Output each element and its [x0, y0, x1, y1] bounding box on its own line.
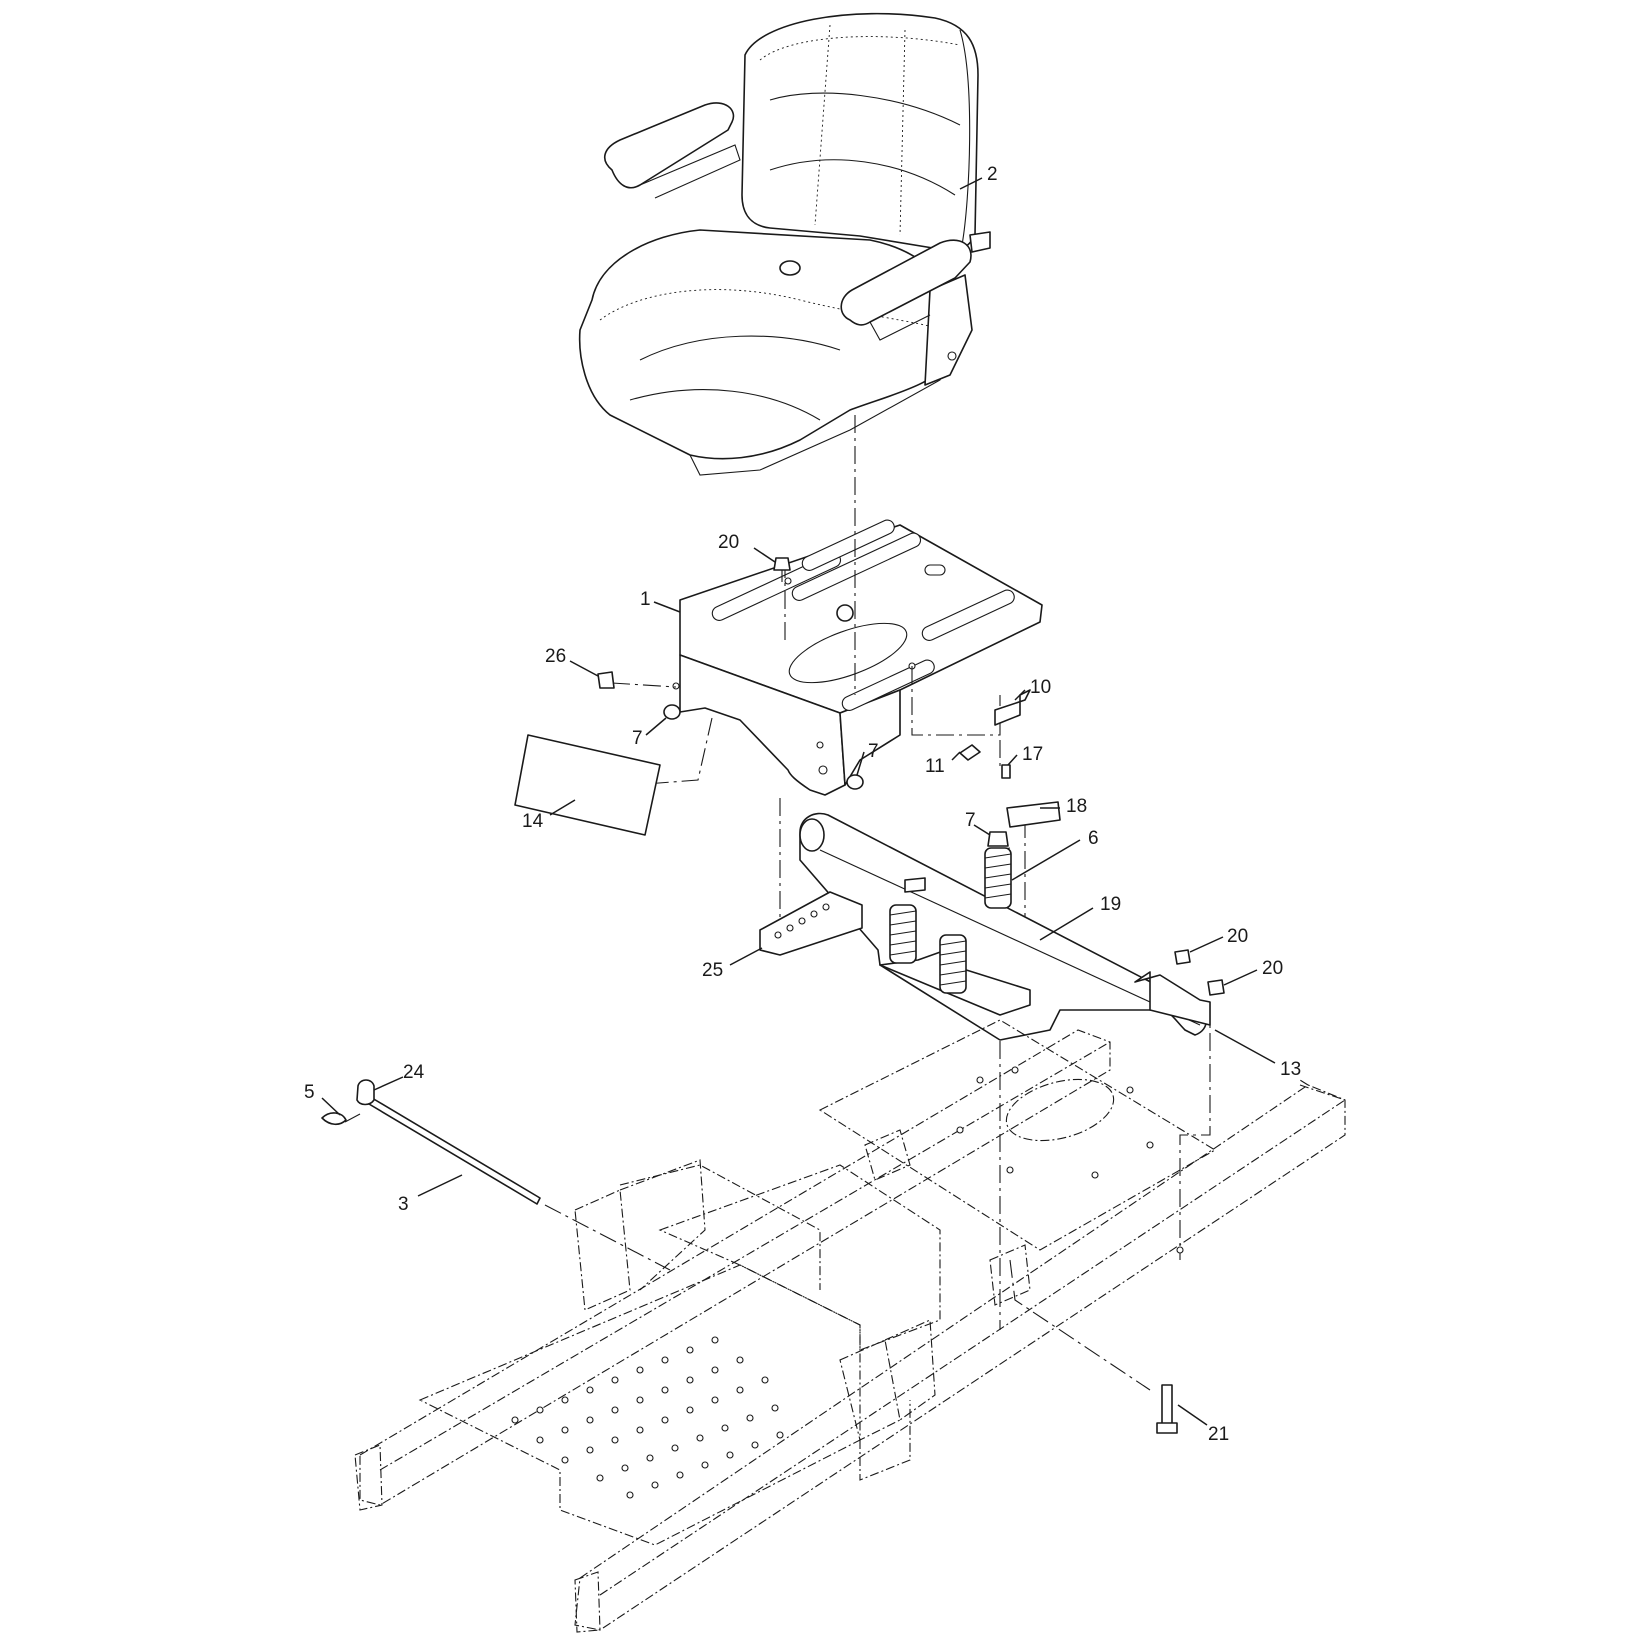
bolt — [1161, 1384, 1173, 1426]
callout-7-right: 7 — [868, 741, 879, 762]
callout-18: 18 — [1066, 796, 1087, 817]
deck-holes — [511, 1336, 784, 1499]
callout-17: 17 — [1022, 744, 1043, 765]
callout-20-right-b: 20 — [1262, 958, 1283, 979]
callout-5: 5 — [304, 1082, 315, 1103]
callout-20-seat-bolt: 20 — [718, 532, 739, 553]
callout-2: 2 — [987, 164, 998, 185]
callout-14: 14 — [522, 811, 544, 832]
callout-3: 3 — [398, 1194, 409, 1215]
callout-25: 25 — [702, 960, 723, 981]
callout-leaders — [321, 177, 1276, 1426]
seat-assembly — [578, 12, 991, 476]
callout-26: 26 — [545, 646, 566, 667]
callout-19: 19 — [1100, 894, 1121, 915]
callout-20-right-a: 20 — [1227, 926, 1248, 947]
callout-11: 11 — [925, 756, 945, 777]
callout-10: 10 — [1030, 677, 1051, 698]
callout-labels: 2 20 1 26 7 7 10 11 17 14 18 7 6 19 20 2… — [304, 164, 1301, 1445]
callout-13: 13 — [1280, 1059, 1301, 1080]
hardware — [514, 557, 1061, 847]
suspension-assembly — [759, 812, 1225, 1041]
callout-21: 21 — [1208, 1424, 1229, 1445]
callout-24: 24 — [403, 1062, 425, 1083]
chassis-frame — [354, 1019, 1346, 1633]
callout-7-spring: 7 — [965, 810, 976, 831]
seat-plate — [672, 519, 1043, 796]
pin-hardware — [321, 1079, 541, 1205]
callout-1: 1 — [640, 589, 651, 610]
callout-6: 6 — [1088, 828, 1099, 849]
callout-7-left: 7 — [632, 728, 643, 749]
